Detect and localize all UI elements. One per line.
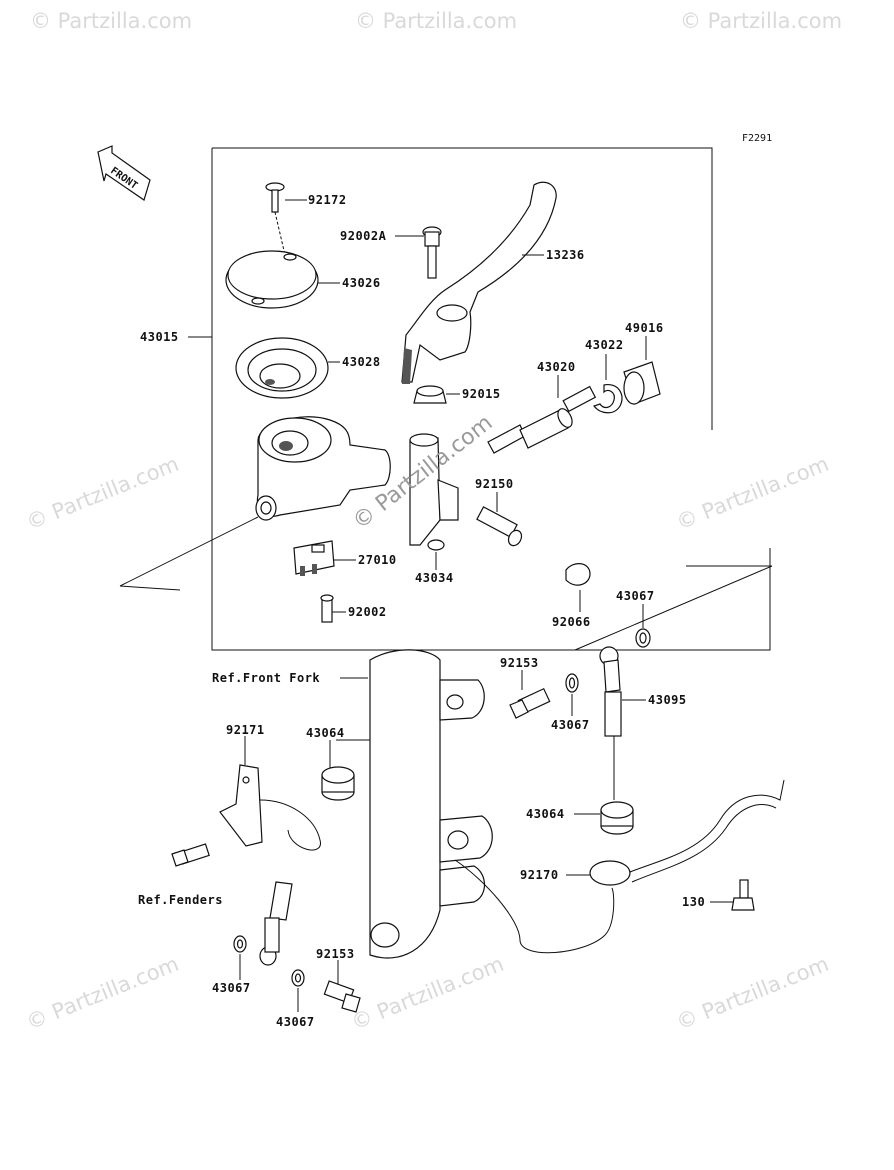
brake-hose-lower xyxy=(259,881,293,966)
reservoir-cap-43026 xyxy=(225,250,319,309)
label-43015: 43015 xyxy=(140,330,179,344)
label-92002A: 92002A xyxy=(340,229,387,243)
part-labels: 92172 92002A 13236 43026 43015 43028 490… xyxy=(138,193,705,1029)
banjo-bolt-92153-bottom xyxy=(323,980,361,1013)
screw-92002 xyxy=(320,594,334,623)
watermark: © Partzilla.com xyxy=(673,952,832,1035)
grommet-43064-left xyxy=(321,766,355,801)
label-92066: 92066 xyxy=(552,615,591,629)
watermark: © Partzilla.com xyxy=(680,9,842,33)
label-92153: 92153 xyxy=(500,656,539,670)
label-43067: 43067 xyxy=(551,718,590,732)
switch-27010 xyxy=(293,540,335,576)
bracket-92171 xyxy=(219,764,321,851)
holder-43034 xyxy=(409,433,459,551)
watermark: © Partzilla.com xyxy=(30,9,192,33)
pivot-bolt-92150 xyxy=(476,506,523,547)
label-92171: 92171 xyxy=(226,723,265,737)
label-43034: 43034 xyxy=(415,571,454,585)
watermark: © Partzilla.com xyxy=(348,952,507,1035)
label-92153: 92153 xyxy=(316,947,355,961)
leader-lines xyxy=(188,199,734,1012)
bolt-130 xyxy=(731,879,755,911)
circlip-43022 xyxy=(593,383,623,414)
label-43067: 43067 xyxy=(616,589,655,603)
label-43064: 43064 xyxy=(526,807,565,821)
label-49016: 49016 xyxy=(625,321,664,335)
label-ref-front-fork: Ref.Front Fork xyxy=(212,671,320,685)
watermark: © Partzilla.com xyxy=(355,9,517,33)
label-43028: 43028 xyxy=(342,355,381,369)
brake-hose-43095 xyxy=(599,646,622,737)
bolt-92002A xyxy=(422,226,442,279)
washer-43067-lower-mid xyxy=(291,969,305,987)
label-27010: 27010 xyxy=(358,553,397,567)
label-43064: 43064 xyxy=(306,726,345,740)
label-13236: 13236 xyxy=(546,248,585,262)
piston-43020 xyxy=(487,385,597,454)
washer-43067-top xyxy=(635,628,651,648)
watermark: © Partzilla.com xyxy=(23,452,182,535)
boot-49016 xyxy=(623,361,661,405)
bolt-fenders xyxy=(171,843,210,867)
washer-43067-mid xyxy=(565,673,579,693)
diaphragm-43028 xyxy=(235,337,329,399)
label-92170: 92170 xyxy=(520,868,559,882)
front-fork xyxy=(340,649,615,959)
label-130: 130 xyxy=(682,895,705,909)
label-43067: 43067 xyxy=(276,1015,315,1029)
assembly-frame xyxy=(119,147,773,651)
label-92015: 92015 xyxy=(462,387,501,401)
master-cylinder-body xyxy=(255,416,391,521)
label-92002: 92002 xyxy=(348,605,387,619)
grommet-43064-right xyxy=(600,801,634,835)
watermark: © Partzilla.com xyxy=(23,952,182,1035)
cap-92066 xyxy=(565,563,591,586)
brake-lever-13236 xyxy=(401,181,557,384)
watermark: © Partzilla.com xyxy=(673,452,832,535)
clamp-92170 xyxy=(589,779,785,886)
nut-92015 xyxy=(413,385,447,404)
label-92150: 92150 xyxy=(475,477,514,491)
label-43095: 43095 xyxy=(648,693,687,707)
label-43026: 43026 xyxy=(342,276,381,290)
label-ref-fenders: Ref.Fenders xyxy=(138,893,223,907)
front-arrow-icon: FRONT xyxy=(97,145,151,201)
banjo-bolt-92153-top xyxy=(509,687,551,719)
label-43067: 43067 xyxy=(212,981,251,995)
label-43022: 43022 xyxy=(585,338,624,352)
label-92172: 92172 xyxy=(308,193,347,207)
label-43020: 43020 xyxy=(537,360,576,374)
washer-43067-lower-left xyxy=(233,935,247,953)
figure-code: F2291 xyxy=(742,133,772,144)
cap-screw-92172 xyxy=(265,182,286,256)
